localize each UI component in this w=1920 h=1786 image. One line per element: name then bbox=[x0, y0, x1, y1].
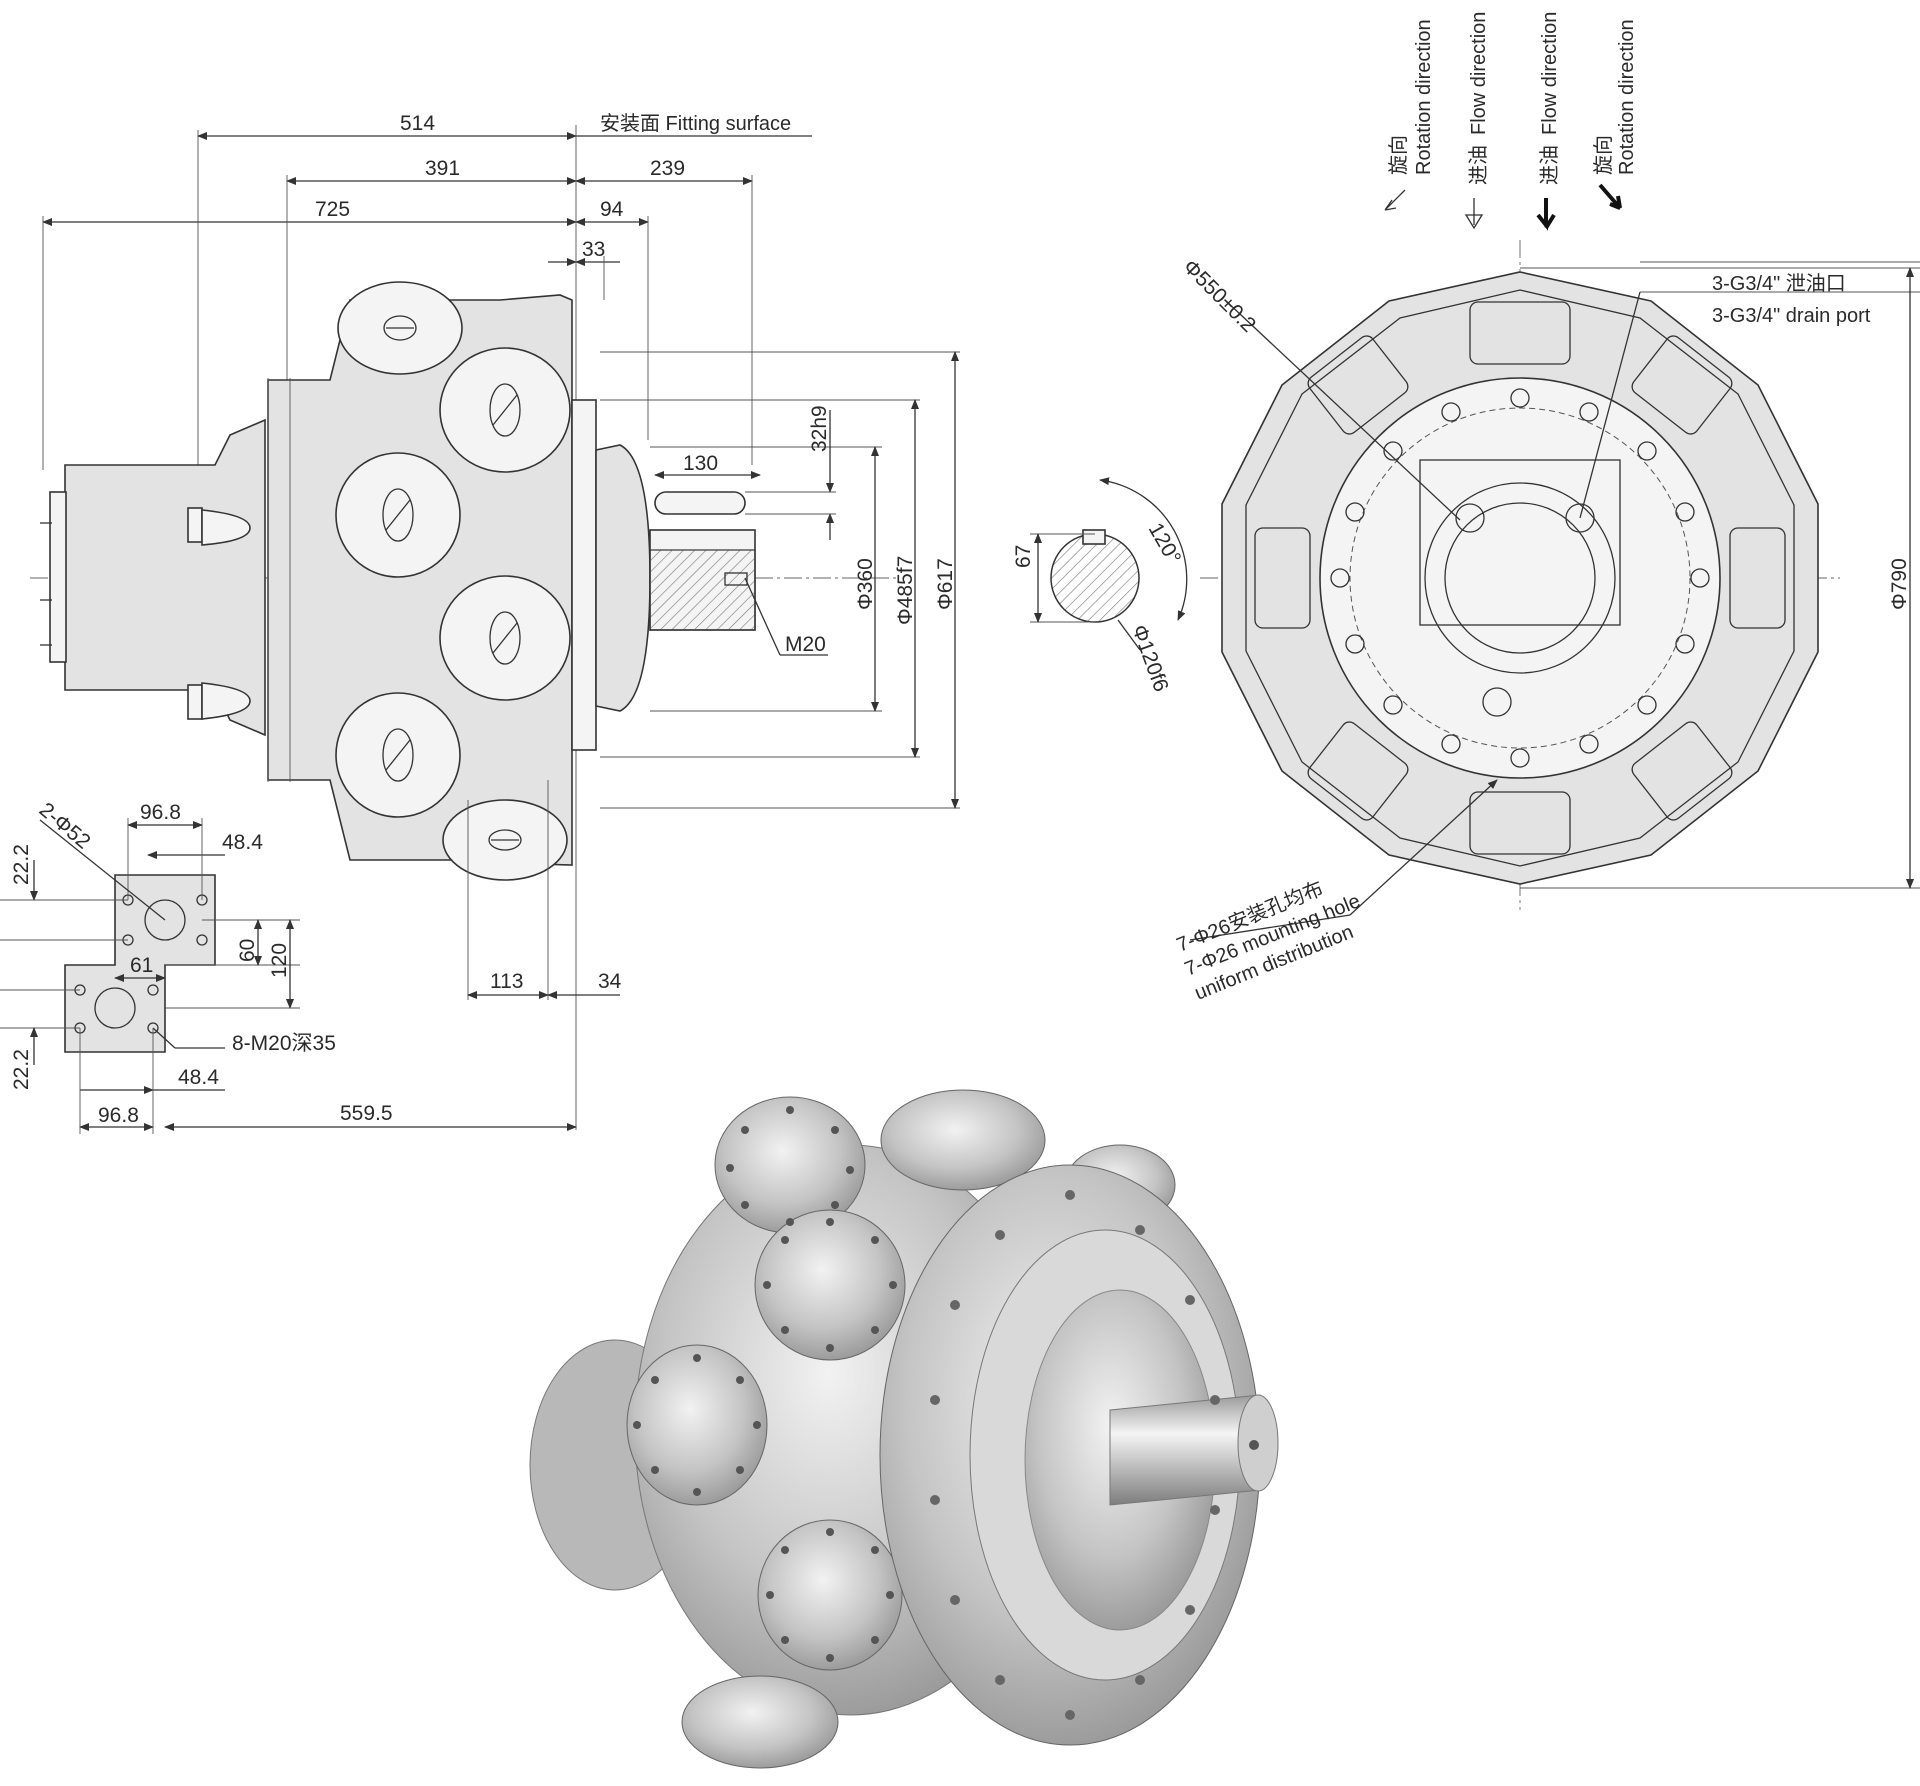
drain-port-cn: 3-G3/4" 泄油口 bbox=[1712, 272, 1846, 295]
photo-cap-bolts bbox=[633, 1106, 897, 1662]
rotation-arrow-solid-icon bbox=[1598, 183, 1622, 210]
right-dimensions: 130 32h9 Φ360 Φ485f7 Φ617 M20 bbox=[600, 351, 960, 809]
dim-48-4-top: 48.4 bbox=[222, 831, 263, 854]
direction-2-en: Flow direction bbox=[1468, 12, 1490, 135]
dim-33: 33 bbox=[582, 238, 605, 261]
cylinder-cap-1 bbox=[337, 281, 463, 375]
cylinder-cap-4 bbox=[439, 575, 571, 701]
product-photo bbox=[529, 1089, 1279, 1769]
dim-94: 94 bbox=[600, 198, 624, 221]
dim-120: 120 bbox=[268, 943, 291, 978]
flow-arrow-outline-icon bbox=[1464, 198, 1484, 230]
fitting-surface-label: 安装面 Fitting surface bbox=[600, 112, 791, 135]
direction-labels: 旋向 Rotation direction 进油 Flow direction … bbox=[1384, 12, 1638, 231]
output-shaft bbox=[649, 491, 756, 631]
direction-4-cn: 旋向 bbox=[1592, 135, 1615, 175]
dim-60: 60 bbox=[236, 939, 259, 962]
dim-34: 34 bbox=[598, 970, 622, 993]
dim-phi617: Φ617 bbox=[934, 558, 957, 610]
dim-32h9: 32h9 bbox=[808, 405, 831, 452]
dim-22-2-top: 22.2 bbox=[10, 844, 33, 885]
bottom-dimensions: 113 34 559.5 bbox=[164, 780, 622, 1131]
port-hole-lower bbox=[94, 987, 136, 1029]
photo-flange-bolts bbox=[930, 1190, 1220, 1720]
cylinder-caps bbox=[335, 281, 571, 881]
direction-1-en: Rotation direction bbox=[1413, 19, 1435, 175]
label-m20: M20 bbox=[785, 633, 826, 656]
dim-67: 67 bbox=[1012, 545, 1035, 568]
direction-3-en: Flow direction bbox=[1539, 12, 1561, 135]
mounting-flange bbox=[1319, 377, 1721, 779]
direction-4-en: Rotation direction bbox=[1616, 19, 1638, 175]
dim-48-4-bot: 48.4 bbox=[178, 1066, 219, 1089]
direction-1-cn: 旋向 bbox=[1387, 135, 1410, 175]
dim-113: 113 bbox=[490, 970, 523, 993]
piston-pockets bbox=[1254, 301, 1786, 855]
side-view: 514 安装面 Fitting surface 391 239 725 94 3… bbox=[30, 112, 960, 1131]
dim-phi550: Φ550±0.2 bbox=[1178, 255, 1260, 337]
dim-22-2-bot: 22.2 bbox=[10, 1049, 33, 1090]
rotation-arrow-outline-icon bbox=[1384, 189, 1406, 211]
direction-3-cn: 进油 bbox=[1538, 145, 1561, 185]
dim-391: 391 bbox=[425, 157, 460, 180]
port-flange-detail: 96.8 48.4 2-Φ52 22.2 60 120 61 8-M20深35 … bbox=[0, 798, 336, 1134]
dim-239: 239 bbox=[650, 157, 685, 180]
dim-96-8-top: 96.8 bbox=[140, 801, 181, 824]
shaft-section: 67 120° Φ120f6 bbox=[1012, 477, 1188, 695]
direction-2-cn: 进油 bbox=[1467, 145, 1490, 185]
dim-phi360: Φ360 bbox=[854, 558, 877, 610]
flange-bolt-holes bbox=[1330, 388, 1710, 768]
flow-arrow-solid-icon bbox=[1536, 198, 1556, 231]
label-8-m20: 8-M20深35 bbox=[232, 1032, 336, 1055]
dim-120-deg: 120° bbox=[1144, 519, 1186, 568]
drain-port-en: 3-G3/4" drain port bbox=[1712, 305, 1871, 327]
top-dimensions: 514 安装面 Fitting surface 391 239 725 94 3… bbox=[42, 112, 812, 1130]
cylinder-cap-6 bbox=[442, 799, 568, 881]
dim-96-8-bot: 96.8 bbox=[98, 1104, 139, 1127]
dim-61: 61 bbox=[130, 954, 153, 977]
port-hole-upper bbox=[144, 899, 186, 941]
dim-514: 514 bbox=[400, 112, 435, 135]
cylinder-cap-2 bbox=[439, 347, 571, 473]
dim-130: 130 bbox=[683, 452, 718, 475]
dim-phi485f7: Φ485f7 bbox=[894, 556, 917, 625]
dim-2-phi52: 2-Φ52 bbox=[35, 798, 95, 853]
cylinder-cap-3 bbox=[335, 452, 461, 578]
cylinder-cap-5 bbox=[335, 692, 461, 818]
front-view: 旋向 Rotation direction 进油 Flow direction … bbox=[1012, 12, 1920, 1005]
dim-phi120f6: Φ120f6 bbox=[1127, 622, 1172, 695]
rear-distributor-housing bbox=[64, 418, 266, 737]
dim-phi790: Φ790 bbox=[1888, 558, 1911, 610]
dim-725: 725 bbox=[315, 198, 350, 221]
dim-559-5: 559.5 bbox=[340, 1102, 393, 1125]
